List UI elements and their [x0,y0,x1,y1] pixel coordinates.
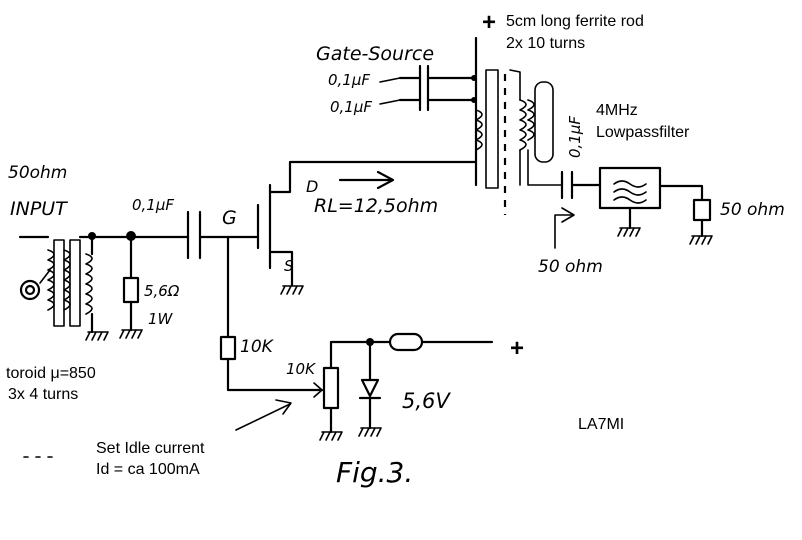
toroid-label-line2: 3x 4 turns [8,386,78,403]
tap-ohm-label: 50 ohm [538,257,603,277]
idle-label-line2: Id = ca 100mA [96,461,200,478]
input-capacitor [186,210,202,260]
load-resistor [692,198,712,222]
lpf-label-line1: 4MHz [596,102,638,119]
input-ohm-label: 50ohm [8,163,67,183]
resistor-10k [219,335,237,361]
zener-diode [358,340,382,437]
lowpass-filter-icon [598,166,662,210]
ground-icon [319,431,343,441]
drain-label: D [306,177,318,196]
mosfet-icon [256,160,478,295]
cap-top-2-label: 0,1µF [330,98,372,116]
input-label: INPUT [10,198,68,220]
ground-icon [689,235,713,245]
source-label: S [284,257,294,275]
idle-label-line1: Set Idle current [96,440,205,457]
output-transformer [379,36,563,215]
supply-plus-right: + [510,335,524,362]
resistor-10k-label: 10K [240,337,275,357]
load-resistance-label: RL=12,5ohm [314,195,438,217]
cap-top-1-label: 0,1µF [328,71,370,89]
ground-icon [280,285,304,295]
pot-10k-label: 10K [286,360,316,378]
gate-label: G [222,207,237,229]
toroid-label-line1: toroid μ=850 [6,365,96,382]
toroid-transformer [47,239,93,327]
resistor-5-6-ohm [122,276,140,304]
author-label: LA7MI [578,416,624,433]
ground-icon [617,227,641,237]
zener-label: 5,6V [402,389,451,413]
cap-input-label: 0,1µF [132,196,174,214]
ferrite-label-line1: 5cm long ferrite rod [506,13,644,30]
ground-icon [85,331,109,341]
potentiometer-10k [322,366,340,410]
resistor-5-6-label: 5,6Ω [144,282,180,300]
bias-network [219,235,494,441]
ground-icon [358,427,382,437]
output-ohm-label: 50 ohm [720,200,785,220]
ferrite-label-line2: 2x 10 turns [506,35,585,52]
figure-label: Fig.3. [336,456,413,489]
input-section [18,210,260,341]
bnc-connector-icon [19,279,41,301]
cap-output-label: 0,1µF [566,116,584,158]
ground-icon [119,329,143,339]
lpf-label-line2: Lowpassfilter [596,124,690,141]
power-1w-label: 1W [148,310,174,328]
output-section [554,166,713,249]
supply-resistor [388,332,424,352]
supply-plus-top: + [482,9,496,36]
gate-source-label: Gate-Source [316,43,434,65]
